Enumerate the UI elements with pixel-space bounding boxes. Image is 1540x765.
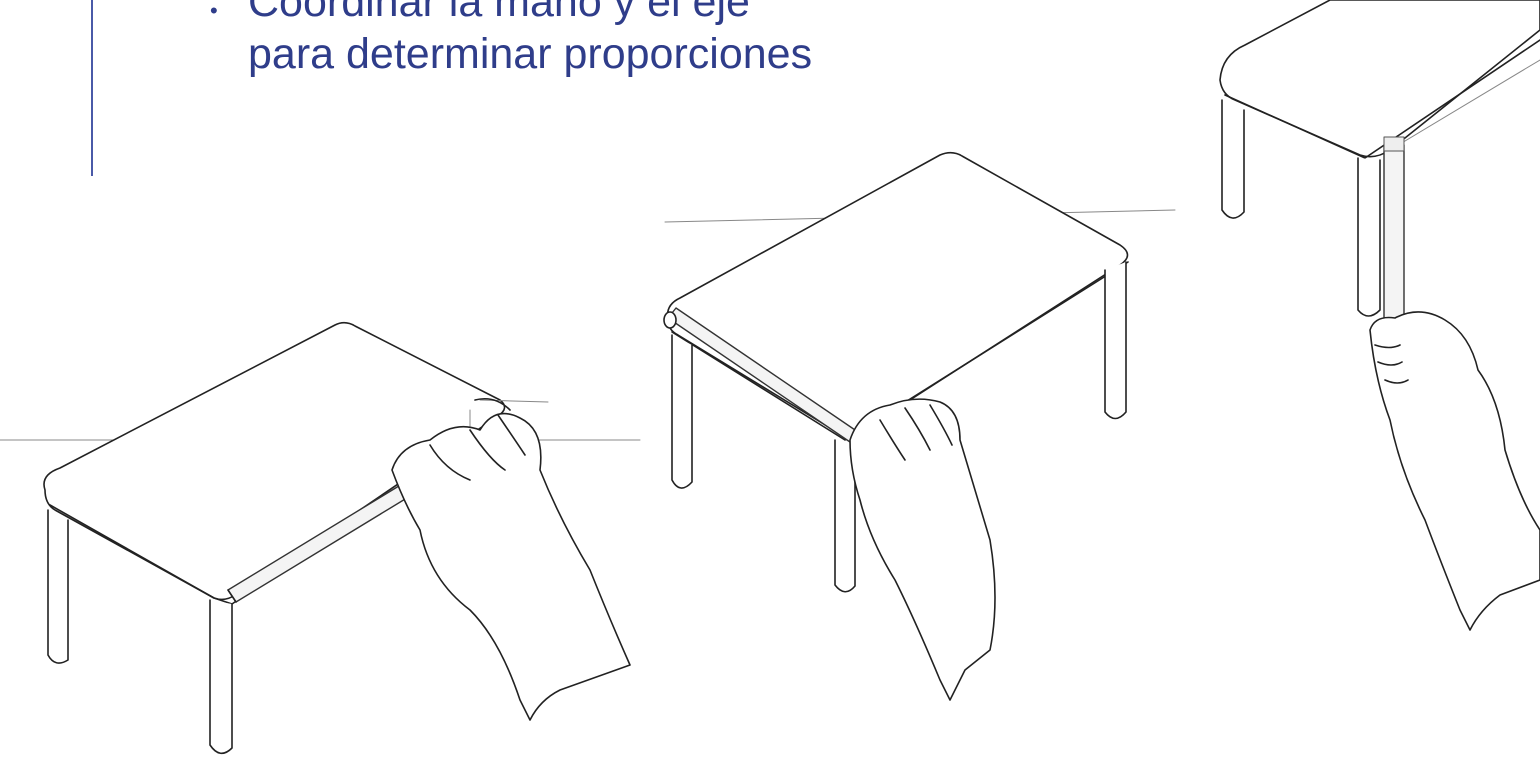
table-horizontal-pencil-sketch-icon xyxy=(0,321,641,755)
table-vertical-pencil-sketch-icon xyxy=(1219,0,1540,631)
table-diagonal-pencil-sketch-icon xyxy=(663,151,1176,701)
accent-rule xyxy=(91,0,93,176)
bullet-marker: • xyxy=(210,0,218,23)
slide-heading: Coordinar la mano y el eje para determin… xyxy=(248,0,813,78)
